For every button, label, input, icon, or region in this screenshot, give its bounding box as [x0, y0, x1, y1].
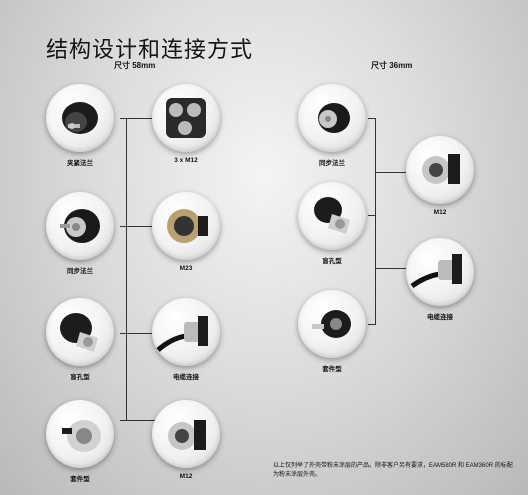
kit-encoder-icon [46, 400, 114, 468]
item-label: 盲孔型 [322, 258, 342, 265]
item-label: 夹紧法兰 [67, 160, 93, 167]
right-connection-m12: M12 [402, 136, 478, 216]
connector-line [120, 118, 155, 119]
section-label-36mm: 尺寸 36mm [371, 61, 413, 70]
right-flange-synchro: 同步法兰 [294, 84, 370, 167]
item-label: 套件型 [70, 476, 90, 483]
item-label: 同步法兰 [67, 268, 93, 275]
left-flange-blind-hollow: 盲孔型 [42, 298, 118, 381]
m23-connector-icon [152, 192, 220, 260]
connector-line [120, 420, 155, 421]
m12-connector-icon [152, 400, 220, 468]
connector-line [375, 172, 409, 173]
connector-line [120, 333, 155, 334]
item-label: 3 x M12 [174, 157, 198, 164]
cable-connection-icon [152, 298, 220, 366]
synchro-flange-encoder-icon [46, 192, 114, 260]
item-label: 盲孔型 [70, 374, 90, 381]
connector-line [368, 118, 376, 119]
section-label-58mm: 尺寸 58mm [114, 61, 156, 70]
connector-line-right-vertical [375, 118, 376, 324]
connector-line-left-vertical [126, 118, 127, 420]
item-label: 套件型 [322, 366, 342, 373]
kit-encoder-icon [298, 290, 366, 358]
m12-connector-icon [406, 136, 474, 204]
connector-line [368, 324, 376, 325]
item-label: 电缆连接 [173, 374, 199, 381]
synchro-flange-encoder-icon [298, 84, 366, 152]
left-connection-cable: 电缆连接 [148, 298, 224, 381]
footnote: 以上仅列举了外壳带粉末涂层的产品。除非客户另有要求，EAM580R 和 EAM3… [273, 463, 513, 478]
right-flange-blind-hollow: 盲孔型 [294, 182, 370, 265]
item-label: 电缆连接 [427, 314, 453, 321]
m12-connector-triple-icon [152, 84, 220, 152]
item-label: M12 [433, 209, 447, 216]
left-connection-3xm12: 3 x M12 [148, 84, 224, 164]
clamping-flange-encoder-icon [46, 84, 114, 152]
blind-hollow-shaft-encoder-icon [46, 298, 114, 366]
right-connection-cable: 电缆连接 [402, 238, 478, 321]
cable-connection-icon [406, 238, 474, 306]
page-title: 结构设计和连接方式 [46, 37, 254, 62]
left-connection-m12: M12 [148, 400, 224, 480]
item-label: M12 [179, 473, 193, 480]
blind-hollow-shaft-encoder-icon [298, 182, 366, 250]
connector-line [375, 268, 409, 269]
left-flange-synchro: 同步法兰 [42, 192, 118, 275]
connector-line [368, 215, 376, 216]
left-flange-clamping: 夹紧法兰 [42, 84, 118, 167]
item-label: 同步法兰 [319, 160, 345, 167]
right-flange-kit: 套件型 [294, 290, 370, 373]
connector-line [120, 226, 155, 227]
left-flange-kit: 套件型 [42, 400, 118, 483]
item-label: M23 [179, 265, 193, 272]
left-connection-m23: M23 [148, 192, 224, 272]
